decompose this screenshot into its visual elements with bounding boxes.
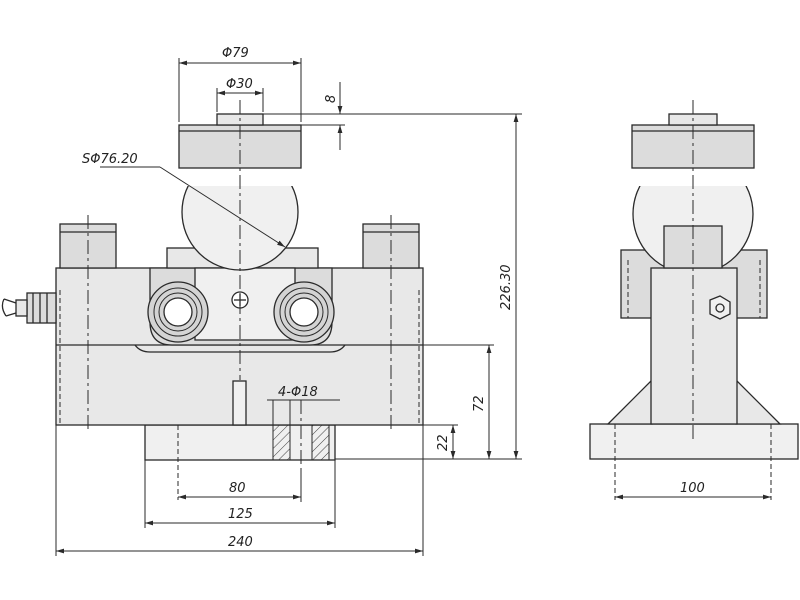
dim-side-width: 100 [680, 481, 705, 496]
front-base-plate [144, 424, 336, 461]
dimension-lines [55, 58, 771, 556]
side-column [650, 267, 738, 425]
dim-hole-spacing: 80 [229, 481, 246, 496]
dim-overall-length: 240 [228, 535, 253, 550]
dim-holes: 4-Φ18 [278, 385, 318, 400]
dim-ball-radius: SΦ76.20 [82, 152, 138, 167]
cable-gland [1, 292, 57, 324]
dim-pin-diameter: Φ30 [226, 77, 253, 92]
dim-total-height: 226.30 [499, 265, 514, 311]
dim-top-block-diameter: Φ79 [222, 46, 249, 61]
side-base-plate [589, 423, 799, 460]
right-ring [273, 281, 335, 343]
dim-pin-height: 8 [324, 95, 339, 103]
dim-base-height: 72 [472, 395, 487, 412]
hex-nut-icon [709, 295, 731, 320]
dim-plate-height: 22 [436, 434, 451, 451]
side-view [589, 100, 799, 500]
dim-plate-width: 125 [228, 507, 253, 522]
left-ring [147, 281, 209, 343]
front-view [1, 100, 424, 500]
